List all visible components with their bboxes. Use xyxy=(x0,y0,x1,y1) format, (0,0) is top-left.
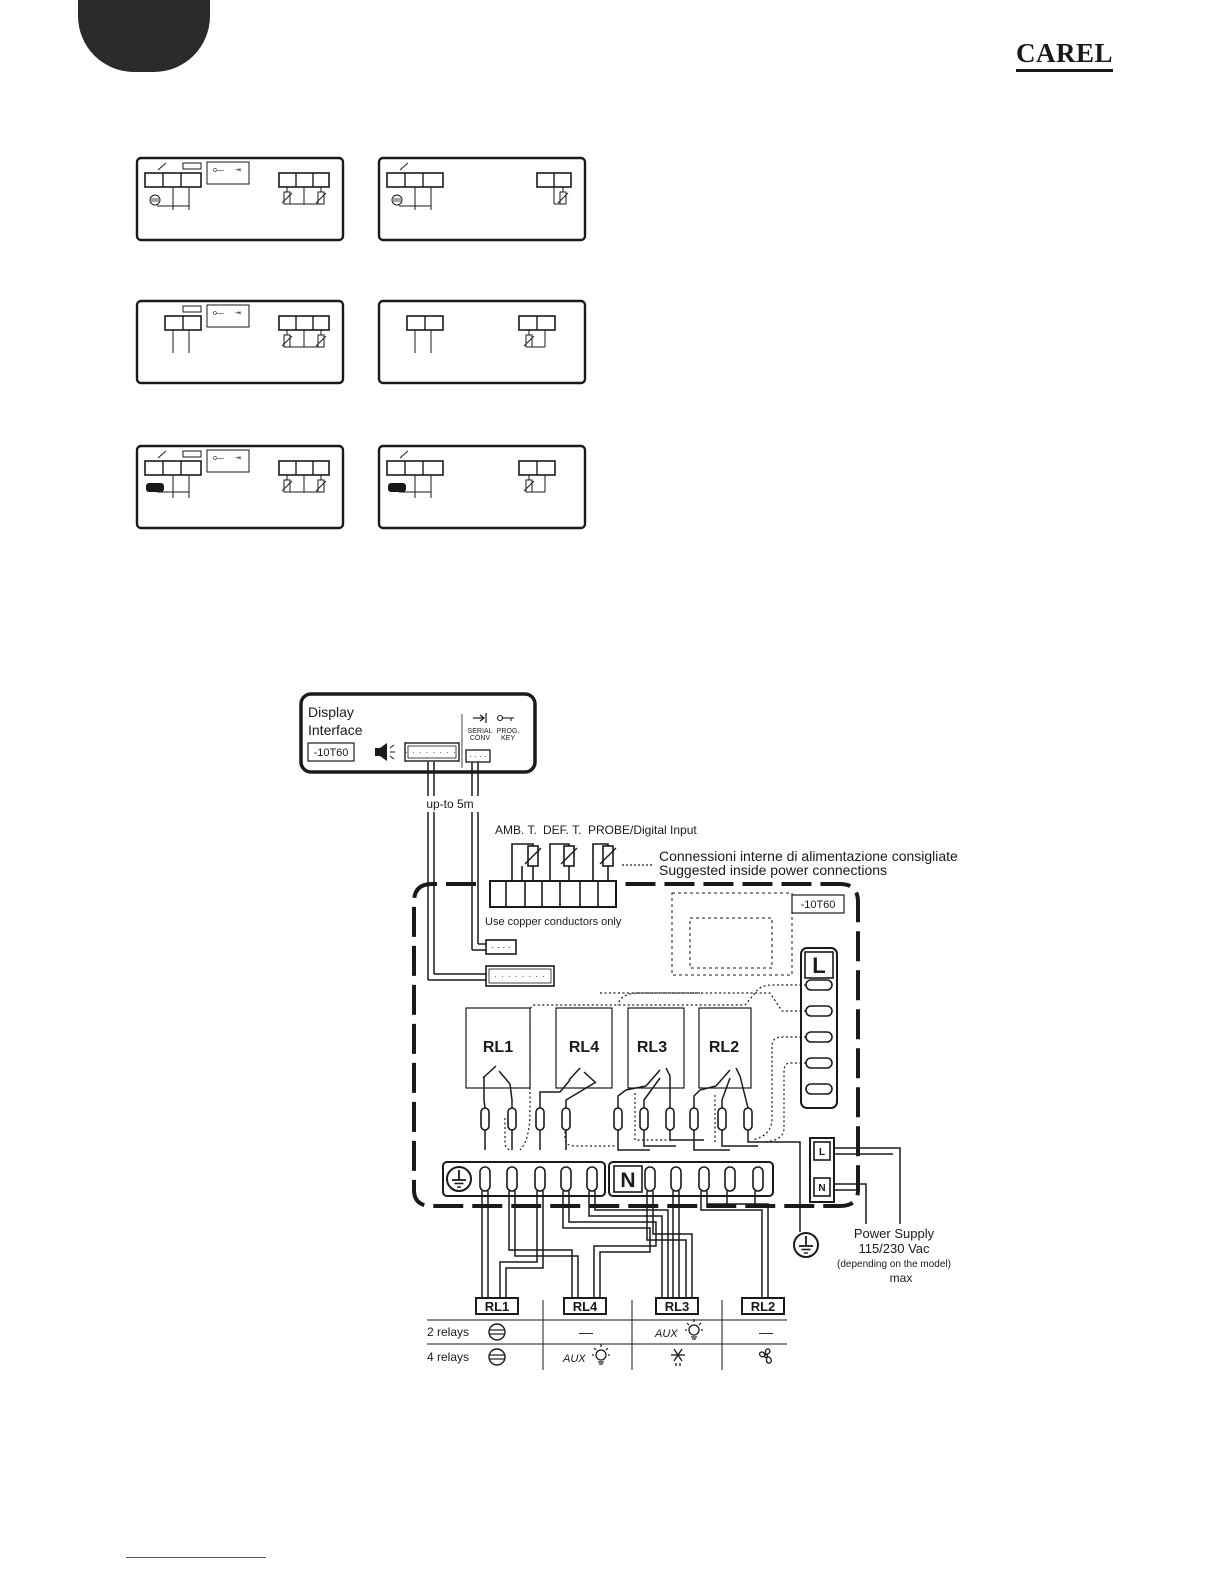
display-connector: · · · · · · · · xyxy=(404,742,460,762)
svg-text:o—: o— xyxy=(213,310,224,317)
svg-text:⇥: ⇥ xyxy=(235,167,241,174)
prog-key-icon xyxy=(496,714,514,722)
svg-text:o—: o— xyxy=(213,167,224,174)
internal-power-connections xyxy=(504,984,806,1151)
mini-wiring-box-3: o— ⇥ xyxy=(135,299,345,385)
svg-text:⇥: ⇥ xyxy=(235,310,241,317)
relay-label-rl1: RL1 xyxy=(483,1039,513,1056)
probe-label-amb: AMB. T. xyxy=(495,823,537,837)
light-icon xyxy=(684,1318,704,1340)
legend-aux-4: AUX xyxy=(562,1353,586,1365)
line-terminal-label: L xyxy=(812,953,825,978)
svg-text:· · · · · · · ·: · · · · · · · · xyxy=(405,748,457,757)
relay-contact-wiring xyxy=(483,1075,749,1109)
display-cable xyxy=(427,762,486,981)
main-terminal-block: N xyxy=(442,1161,774,1197)
relay-rl3: RL3 xyxy=(627,1007,685,1089)
svg-text:· · · ·: · · · · xyxy=(491,942,511,952)
ps-line4: max xyxy=(890,1271,913,1285)
fuse-terminal-wiring xyxy=(484,1130,801,1232)
neutral-terminal-label: N xyxy=(620,1169,635,1192)
prog-key-label-1: PROG. xyxy=(497,728,520,735)
display-title-line2: Interface xyxy=(308,722,363,738)
ntc-def-icon xyxy=(560,845,578,867)
fan-icon xyxy=(758,1348,772,1364)
serial-conv-label-1: SERIAL xyxy=(468,728,493,735)
probe-terminal-block xyxy=(489,880,617,908)
serial-conv-icon xyxy=(473,713,487,723)
mini-wiring-box-4 xyxy=(377,299,587,385)
svg-text:⇥: ⇥ xyxy=(235,455,241,462)
relay-rl4: RL4 xyxy=(555,1007,613,1089)
mini-wiring-box-1: o— ⇥ xyxy=(135,156,345,242)
board-model-tag: -10T60 xyxy=(801,899,836,911)
ps-line1: Power Supply xyxy=(854,1226,935,1241)
footer-link-line xyxy=(126,1557,266,1558)
controller-board-outline xyxy=(412,882,860,1208)
legend-aux-2: AUX xyxy=(654,1328,678,1340)
defrost-icon xyxy=(671,1348,685,1366)
ground-terminal-icon xyxy=(446,1166,472,1192)
light-icon xyxy=(591,1343,611,1365)
display-title-line1: Display xyxy=(308,704,354,720)
ps-n-label: N xyxy=(818,1183,825,1194)
note-it: Connessioni interne di alimentazione con… xyxy=(659,848,958,864)
legend-rl4-2relays-none: — xyxy=(579,1324,593,1340)
relay-rl1: RL1 xyxy=(465,1007,531,1089)
display-model-tag: -10T60 xyxy=(314,747,349,759)
buzzer-icon xyxy=(375,743,395,761)
power-supply-terminal: L N xyxy=(809,1137,835,1203)
legend-row-2-relays: 2 relays xyxy=(427,1325,469,1339)
brand-logo: CAREL xyxy=(1016,38,1114,72)
legend-relay-boxes: RL1 RL4 RL3 RL2 xyxy=(475,1297,785,1315)
legend-rl2: RL2 xyxy=(751,1299,776,1314)
relay-label-rl3: RL3 xyxy=(637,1039,667,1056)
probe-label-def: DEF. T. xyxy=(543,823,581,837)
ps-l-label: L xyxy=(819,1147,825,1158)
note-copper: Use copper conductors only xyxy=(485,916,622,928)
earth-ground-icon xyxy=(793,1232,819,1258)
serial-conv-label-2: CONV xyxy=(470,735,491,742)
ntc-probe-icon xyxy=(599,845,617,867)
compressor-icon xyxy=(488,1348,506,1366)
ps-line3: (depending on the model) xyxy=(837,1259,951,1270)
ntc-amb-icon xyxy=(524,845,542,867)
mini-wiring-box-5: o— ⇥ xyxy=(135,444,345,530)
ps-line2: 115/230 Vac xyxy=(858,1241,930,1256)
relay-label-rl4: RL4 xyxy=(569,1039,599,1056)
relay-rl2: RL2 xyxy=(698,1007,752,1089)
power-supply-wiring xyxy=(834,1147,901,1224)
compressor-icon xyxy=(488,1323,506,1341)
mini-wiring-box-2 xyxy=(377,156,587,242)
svg-text:· · · · · · · ·: · · · · · · · · xyxy=(494,972,546,981)
display-interface: Display Interface -10T60 · · · · · · · · xyxy=(299,692,537,774)
relay-label-rl2: RL2 xyxy=(709,1039,739,1056)
output-wiring xyxy=(481,1191,769,1300)
relay-legend-table: 2 relays 4 relays — AUX AUX — xyxy=(427,1300,787,1370)
mini-wiring-box-6 xyxy=(377,444,587,530)
note-en: Suggested inside power connections xyxy=(659,862,887,878)
prog-key-label-2: KEY xyxy=(501,735,515,742)
legend-rl2-2relays-none: — xyxy=(759,1324,773,1340)
svg-text:· · · ·: · · · · xyxy=(469,752,486,761)
legend-rl4: RL4 xyxy=(573,1299,598,1314)
line-terminal-strip: L xyxy=(800,947,838,1109)
svg-text:o—: o— xyxy=(213,455,224,462)
probe-label-probe-di: PROBE/Digital Input xyxy=(588,823,697,837)
legend-row-4-relays: 4 relays xyxy=(427,1350,469,1364)
legend-rl1: RL1 xyxy=(485,1299,510,1314)
cable-length-label: up-to 5m xyxy=(426,797,473,811)
legend-rl3: RL3 xyxy=(665,1299,690,1314)
section-tab xyxy=(78,0,210,72)
